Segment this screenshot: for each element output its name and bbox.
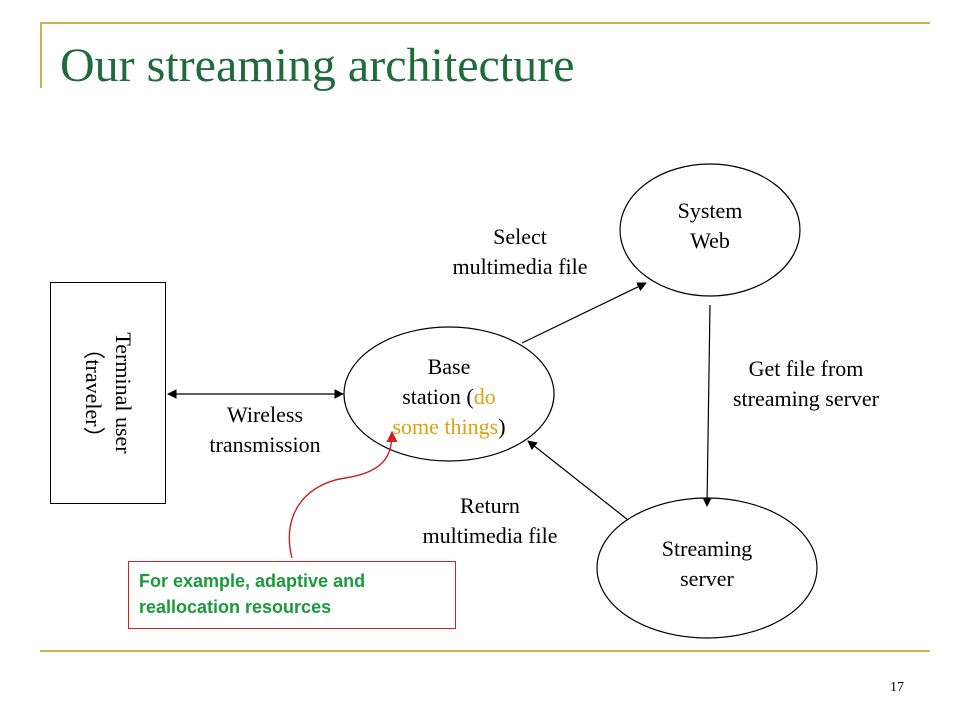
wireless-label: Wireless transmission: [185, 400, 345, 460]
page-number: 17: [890, 680, 904, 695]
select-label: Select multimedia file: [420, 222, 620, 282]
terminal-line-1: Terminal user: [111, 332, 136, 454]
return-label: Return multimedia file: [390, 491, 590, 551]
select-line-2: multimedia file: [452, 254, 588, 279]
base-station-line-2: station (do: [402, 384, 496, 409]
top-rule: [40, 22, 930, 24]
terminal-user-label: Terminal user （traveler）: [78, 332, 138, 453]
callout-line-2: reallocation resources: [139, 597, 332, 617]
get-file-line-2: streaming server: [733, 386, 879, 411]
callout-line-1: For example, adaptive and: [139, 571, 366, 591]
base-station-line-1: Base: [427, 354, 471, 379]
return-arrow: [527, 440, 629, 521]
slide-title: Our streaming architecture: [60, 39, 575, 92]
streaming-server-line-1: Streaming: [661, 536, 753, 561]
return-line-2: multimedia file: [422, 523, 558, 548]
base-station-line-3: some things): [392, 414, 506, 439]
return-line-1: Return: [460, 493, 520, 518]
base-station-label: Base station (do some things): [354, 352, 544, 442]
get-file-line-1: Get file from: [748, 356, 864, 381]
terminal-user-node: Terminal user （traveler）: [50, 282, 166, 504]
callout-pointer: [288, 430, 398, 559]
system-web-label: System Web: [640, 196, 780, 256]
select-line-1: Select: [493, 224, 547, 249]
terminal-line-2: （traveler）: [81, 337, 106, 449]
system-web-line-1: System: [677, 198, 743, 223]
get-file-label: Get file from streaming server: [710, 354, 902, 414]
left-rule: [40, 22, 42, 88]
select-arrow: [521, 282, 647, 344]
wireless-line-1: Wireless: [226, 402, 304, 427]
streaming-server-label: Streaming server: [627, 534, 787, 594]
example-callout: For example, adaptive and reallocation r…: [128, 561, 456, 629]
system-web-line-2: Web: [690, 228, 730, 253]
bottom-rule: [40, 650, 930, 652]
base-station-node: [343, 326, 555, 462]
get-file-arrow: [702, 304, 712, 507]
streaming-server-line-2: server: [680, 566, 734, 591]
wireless-line-2: transmission: [209, 432, 321, 457]
system-web-node: [619, 163, 801, 297]
